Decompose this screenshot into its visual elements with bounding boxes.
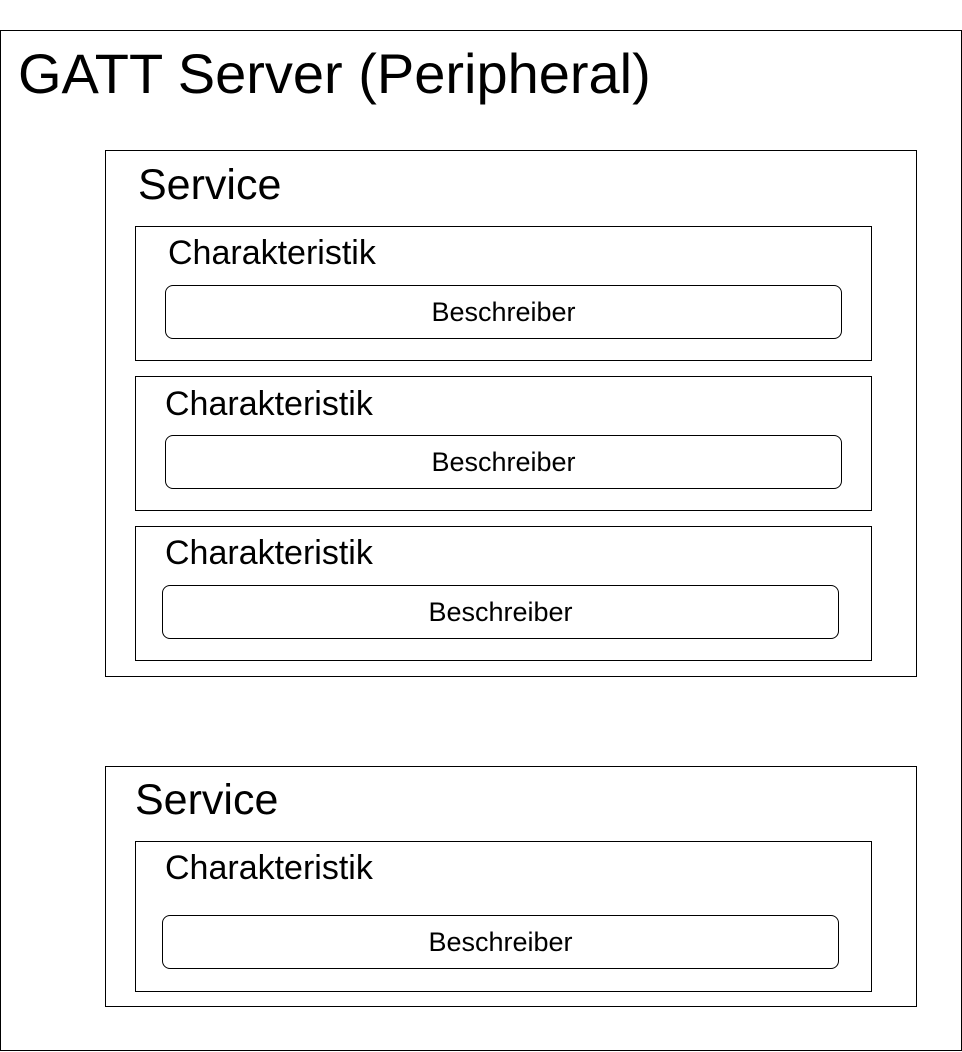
characteristic-title: Charakteristik <box>165 385 373 423</box>
descriptor-box: Beschreiber <box>165 285 842 339</box>
characteristic-title: Charakteristik <box>168 234 376 272</box>
descriptor-box: Beschreiber <box>162 585 839 639</box>
descriptor-box: Beschreiber <box>165 435 842 489</box>
gatt-server-title: GATT Server (Peripheral) <box>18 42 651 105</box>
characteristic-title: Charakteristik <box>165 534 373 572</box>
service-title-2: Service <box>135 776 279 824</box>
service-title-1: Service <box>138 161 282 209</box>
characteristic-title: Charakteristik <box>165 849 373 887</box>
descriptor-box: Beschreiber <box>162 915 839 969</box>
